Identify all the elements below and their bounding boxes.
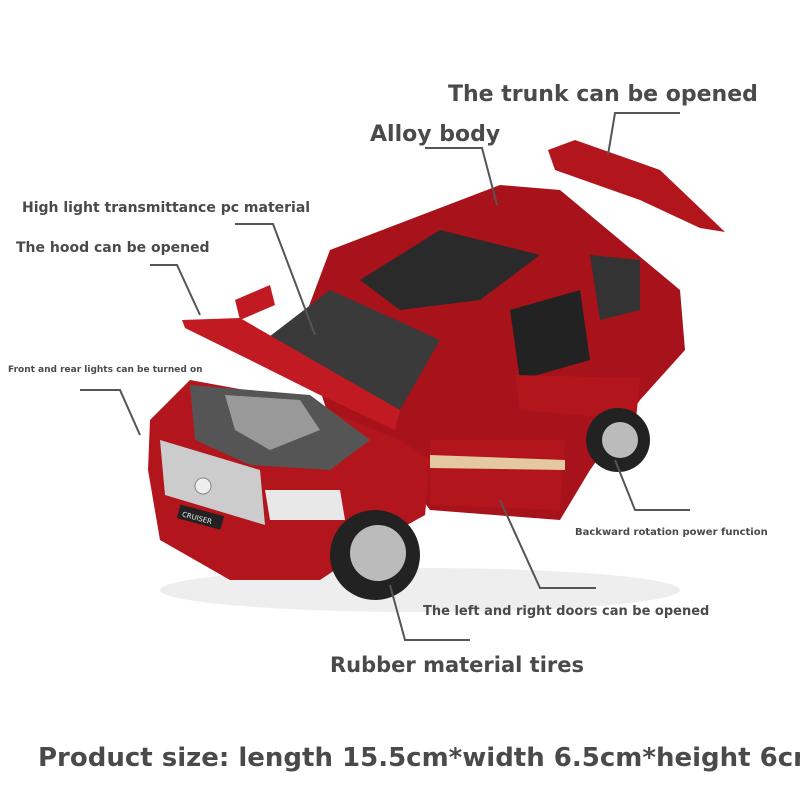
label-doors: The left and right doors can be opened: [423, 604, 710, 619]
grille: [160, 440, 265, 525]
label-pc-material: High light transmittance pc material: [22, 200, 311, 216]
leader-lines: [80, 112, 690, 641]
label-tires: Rubber material tires: [330, 653, 584, 677]
label-trunk: The trunk can be opened: [448, 82, 758, 107]
headlight: [265, 490, 345, 520]
side-window: [510, 290, 590, 380]
product-size: Product size: length 15.5cm*width 6.5cm*…: [38, 743, 800, 773]
hood: [182, 318, 400, 430]
rear-door: [515, 375, 640, 420]
label-hood: The hood can be opened: [16, 240, 210, 256]
label-lights: Front and rear lights can be turned on: [8, 365, 203, 375]
trunk-lid: [548, 140, 725, 232]
sunroof: [360, 230, 540, 310]
front-door-open: [235, 285, 275, 320]
label-backward: Backward rotation power function: [575, 527, 768, 538]
left-door: [430, 440, 565, 510]
label-alloy-body: Alloy body: [370, 122, 501, 147]
rear-window: [590, 255, 640, 320]
engine: [225, 395, 320, 450]
